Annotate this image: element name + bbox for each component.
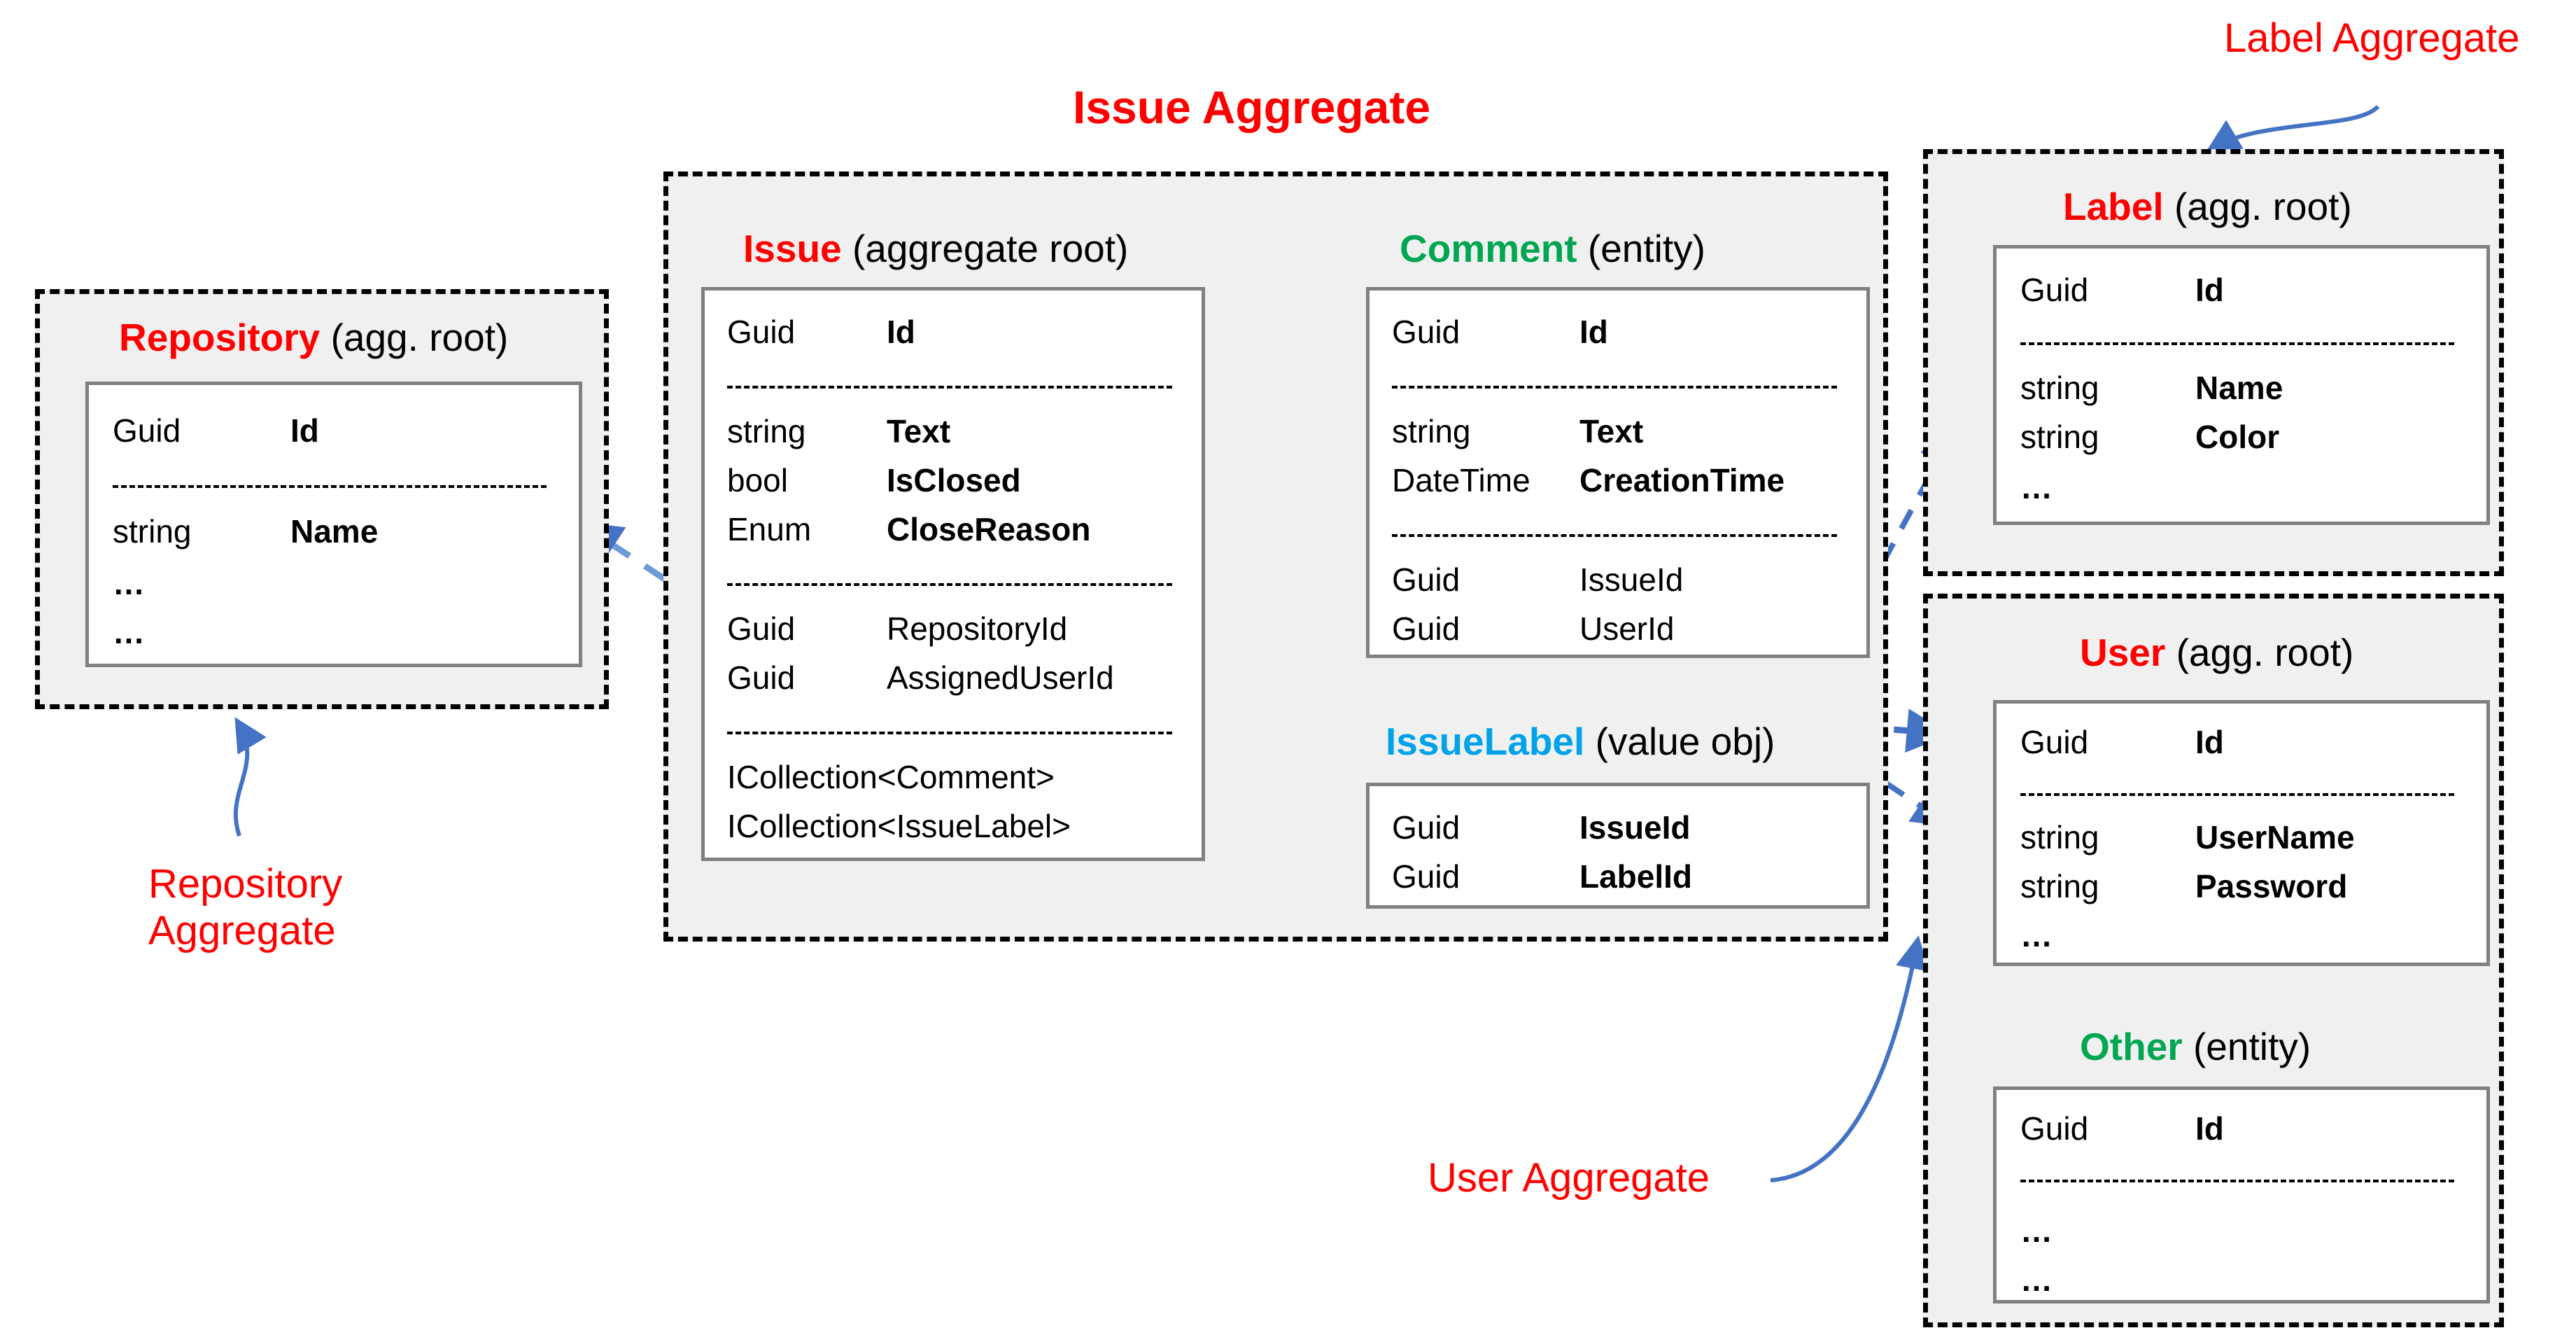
issue-row-3-type: Enum [727,511,812,547]
issuelabel-card: Guid IssueId Guid LabelId [1366,783,1870,909]
comment-separator-2 [1392,534,1837,537]
issue-entity-title: Issue (aggregate root) [743,230,1128,268]
issuelabel-row-1-field: LabelId [1579,858,1693,895]
repository-row-1-type: string [113,513,192,550]
repository-entity-kind: (agg. root) [330,316,509,359]
label-entity-title: Label (agg. root) [2063,188,2352,226]
issue-separator-2 [727,583,1172,586]
callout-label-aggregate: Label Aggregate [2224,15,2520,61]
issue-row-1-type: string [727,413,806,449]
repository-separator-1 [113,485,547,488]
comment-row-2-field: CreationTime [1579,462,1785,498]
comment-row-4-field: UserId [1579,610,1675,647]
comment-row-3-type: Guid [1392,561,1461,598]
label-row-1-field: Name [2195,370,2283,406]
issue-row-5-field: AssignedUserId [887,659,1114,696]
user-card: Guid Id string UserName string Password … [1993,700,2490,966]
issue-row-0-type: Guid [727,314,796,350]
other-entity-name: Other [2080,1025,2183,1068]
label-entity-name: Label [2063,185,2164,228]
issuelabel-entity-title: IssueLabel (value obj) [1386,722,1775,761]
issue-entity-kind: (aggregate root) [852,227,1129,270]
repository-entity-name: Repository [119,316,321,359]
callout-leader-user [1770,935,1929,1182]
label-row-3-type: … [2020,469,2054,505]
user-row-2-type: string [2020,868,2099,904]
page-title: Issue Aggregate [1073,81,1431,133]
user-row-1-field: UserName [2195,819,2355,855]
issue-card: Guid Id string Text bool IsClosed Enum C… [701,287,1205,861]
user-row-2-field: Password [2195,868,2348,904]
label-row-2-field: Color [2195,419,2280,455]
issue-row-3-field: CloseReason [887,511,1091,547]
issue-separator-1 [727,386,1172,389]
label-entity-kind: (agg. root) [2174,185,2352,228]
comment-row-0-type: Guid [1392,314,1461,350]
issue-row-5-type: Guid [727,659,796,696]
callout-repository-line2: Aggregate [148,907,336,953]
issue-row-4-field: RepositoryId [887,610,1068,647]
comment-entity-title: Comment (entity) [1400,230,1705,268]
issue-separator-3 [727,732,1172,734]
comment-row-2-type: DateTime [1392,462,1530,498]
issue-row-4-type: Guid [727,610,796,647]
comment-row-1-type: string [1392,413,1471,449]
issue-row-1-field: Text [887,413,951,449]
repository-row-0-field: Id [290,412,319,449]
callout-leader-label [2206,104,2380,152]
callout-user-aggregate: User Aggregate [1428,1155,1710,1201]
issuelabel-entity-kind: (value obj) [1595,720,1775,763]
issue-row-6-type: ICollection<Comment> [727,759,1055,795]
label-separator-1 [2020,342,2454,345]
other-row-0-field: Id [2195,1110,2224,1147]
issuelabel-row-0-type: Guid [1392,809,1461,846]
callout-leader-repository [233,717,267,837]
issuelabel-row-0-field: IssueId [1579,809,1691,846]
comment-row-1-field: Text [1579,413,1644,449]
repository-row-1-field: Name [290,513,379,550]
callout-repository-line1: Repository [148,861,343,907]
user-row-0-field: Id [2195,724,2224,760]
label-row-0-type: Guid [2020,272,2089,308]
comment-entity-name: Comment [1400,227,1577,270]
user-entity-kind: (agg. root) [2176,631,2354,674]
comment-row-0-field: Id [1579,314,1608,350]
comment-card: Guid Id string Text DateTime CreationTim… [1366,287,1870,658]
issuelabel-entity-name: IssueLabel [1386,720,1585,763]
user-row-0-type: Guid [2020,724,2089,760]
other-entity-title: Other (entity) [2080,1028,2311,1066]
other-row-0-type: Guid [2020,1110,2089,1147]
other-row-2-type: … [2020,1261,2054,1298]
user-row-3-type: … [2020,917,2054,953]
user-entity-name: User [2080,631,2166,674]
user-row-1-type: string [2020,819,2099,855]
label-card: Guid Id string Name string Color … [1993,245,2490,525]
repository-card: Guid Id string Name … … [85,382,582,667]
comment-separator-1 [1392,386,1837,389]
repository-entity-title: Repository (agg. root) [119,319,508,357]
issue-row-2-field: IsClosed [887,462,1021,498]
comment-entity-kind: (entity) [1587,227,1705,270]
issue-entity-name: Issue [743,227,842,270]
repository-row-3-type: … [113,614,146,650]
other-separator-1 [2020,1180,2454,1182]
repository-row-2-type: … [113,565,146,601]
label-row-2-type: string [2020,419,2099,455]
other-row-1-type: … [2020,1212,2054,1249]
issue-row-7-type: ICollection<IssueLabel> [727,808,1071,844]
issue-row-2-type: bool [727,462,788,498]
user-separator-1 [2020,793,2454,796]
comment-row-4-type: Guid [1392,610,1461,647]
label-row-0-field: Id [2195,272,2224,308]
user-entity-title: User (agg. root) [2080,634,2353,672]
callout-repository-aggregate: Repository Aggregate [148,861,342,954]
other-entity-kind: (entity) [2193,1025,2311,1068]
label-row-1-type: string [2020,370,2099,406]
repository-row-0-type: Guid [113,412,181,449]
comment-row-3-field: IssueId [1579,561,1684,598]
other-card: Guid Id … … [1993,1086,2490,1303]
issuelabel-row-1-type: Guid [1392,858,1461,895]
issue-row-0-field: Id [887,314,915,350]
